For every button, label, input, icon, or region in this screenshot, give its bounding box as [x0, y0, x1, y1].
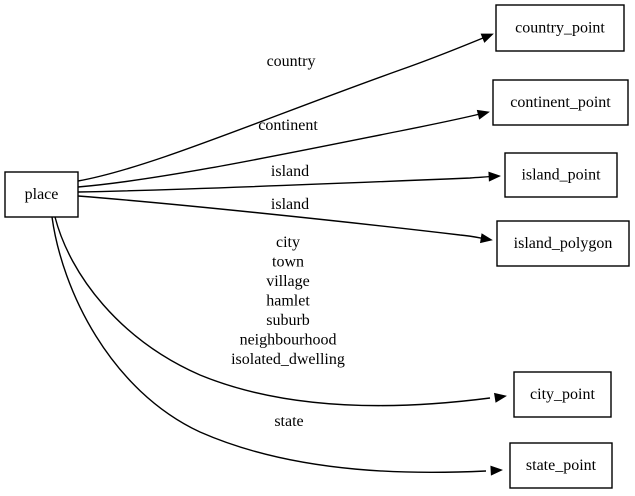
edge-line	[54, 216, 491, 407]
edge-label-line: hamlet	[266, 293, 310, 310]
node-place[interactable]: place	[4, 171, 79, 218]
node-island_point[interactable]: island_point	[504, 152, 618, 198]
node-box-island_polygon[interactable]	[496, 220, 630, 267]
node-box-state_point[interactable]	[509, 442, 613, 489]
edge-line	[77, 35, 489, 182]
node-label-city_point: city_point	[530, 386, 595, 403]
edge-label-line: neighbourhood	[240, 332, 337, 349]
edge-label-line: country	[267, 53, 316, 70]
node-continent_point[interactable]: continent_point	[492, 79, 629, 126]
node-box-place[interactable]	[4, 171, 79, 218]
node-island_polygon[interactable]: island_polygon	[496, 220, 630, 267]
node-label-island_polygon: island_polygon	[514, 235, 613, 252]
edge-label-line: suburb	[266, 312, 310, 329]
node-box-continent_point[interactable]	[492, 79, 629, 126]
edge-line	[77, 175, 495, 193]
node-box-country_point[interactable]	[495, 4, 625, 52]
node-label-island_point: island_point	[521, 167, 601, 184]
node-country_point[interactable]: country_point	[495, 4, 625, 52]
edge-label: state	[274, 413, 303, 430]
edge-arrowhead	[480, 233, 493, 244]
edge-line	[51, 216, 487, 474]
edge-arrowhead	[480, 33, 494, 43]
edge-label-line: isolated_dwelling	[231, 351, 345, 368]
edge-label-line: city	[276, 234, 300, 251]
node-label-continent_point: continent_point	[510, 94, 611, 111]
edge-label: country	[267, 53, 316, 70]
edge-label-line: island	[271, 196, 309, 213]
edge-label: island	[271, 163, 309, 180]
edge-label: island	[271, 196, 309, 213]
edge-state-point[interactable]: state	[51, 216, 503, 476]
edge-label: continent	[258, 117, 318, 134]
edge-island-point[interactable]: island	[77, 163, 501, 193]
edge-arrowhead	[494, 392, 507, 403]
edge-label-line: town	[272, 254, 304, 271]
node-state_point[interactable]: state_point	[509, 442, 613, 489]
edge-arrowhead	[490, 465, 503, 476]
edge-label-line: village	[266, 273, 310, 290]
edge-arrowhead	[476, 109, 490, 120]
edge-label-line: island	[271, 163, 309, 180]
node-label-state_point: state_point	[526, 457, 597, 474]
edge-country[interactable]: country	[77, 30, 495, 182]
node-label-place: place	[25, 186, 59, 203]
edge-label-line: state	[274, 413, 303, 430]
node-city_point[interactable]: city_point	[513, 371, 612, 418]
edge-continent[interactable]: continent	[77, 108, 490, 188]
edge-island-polygon[interactable]: island	[77, 195, 493, 244]
node-box-island_point[interactable]	[504, 152, 618, 198]
edge-line	[77, 195, 487, 240]
edge-city-point[interactable]: city town village hamlet suburb neighbourhood…	[54, 216, 507, 407]
edge-arrowhead	[488, 171, 501, 182]
edge-line	[77, 112, 485, 188]
edge-label-line: continent	[258, 117, 318, 134]
node-box-city_point[interactable]	[513, 371, 612, 418]
node-label-country_point: country_point	[515, 20, 605, 37]
edge-label: city town village hamlet suburb neighbourhood…	[231, 234, 345, 368]
